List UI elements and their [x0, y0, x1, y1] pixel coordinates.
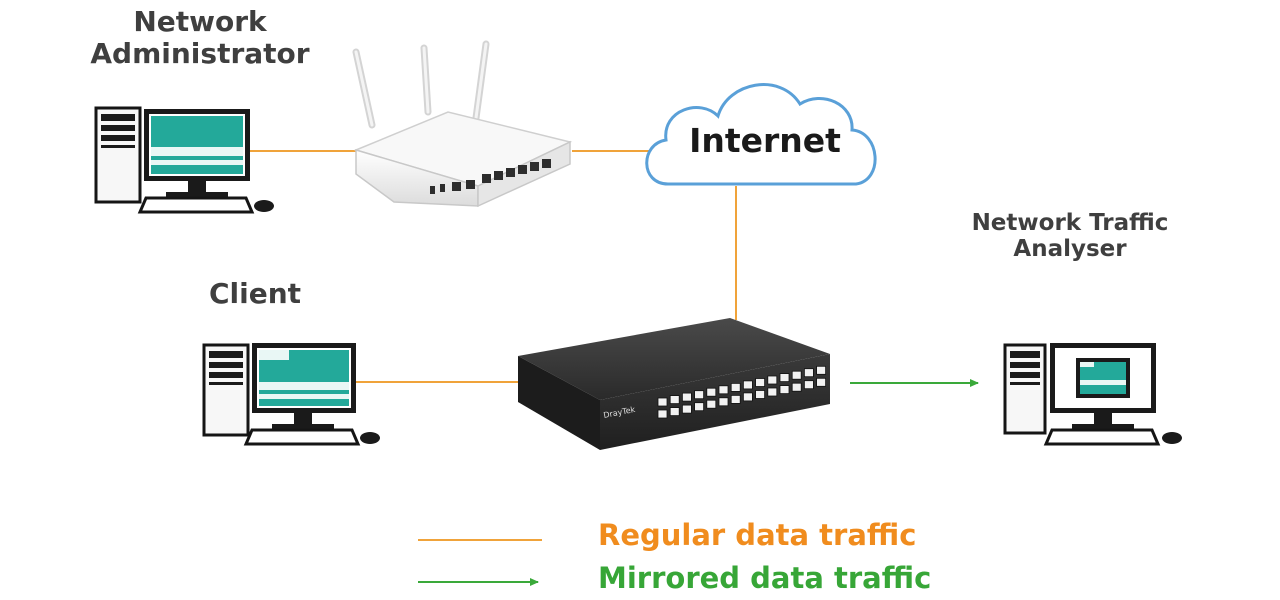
- switch-port: [791, 382, 802, 392]
- switch-port: [779, 373, 790, 383]
- switch-port: [755, 378, 765, 387]
- client-label: Client: [208, 277, 302, 310]
- switch-port: [669, 407, 680, 417]
- router-front: [355, 148, 479, 207]
- legend-regular-label: Regular data traffic: [598, 518, 917, 552]
- client-tower: [202, 343, 250, 437]
- switch-port: [755, 390, 765, 399]
- internet-cloud: [645, 83, 877, 186]
- switch-port: [767, 387, 778, 397]
- switch-top: [518, 318, 830, 400]
- admin-label: Network Administrator: [70, 5, 330, 71]
- admin-keyboard: [137, 196, 255, 214]
- router: [352, 40, 573, 208]
- switch-port: [682, 404, 692, 414]
- switch-port: [657, 409, 668, 419]
- admin-label-line1: Network: [133, 5, 267, 38]
- client-keyboard: [243, 428, 361, 446]
- switch-port: [816, 365, 826, 375]
- switch-port: [669, 395, 680, 405]
- switch-port: [718, 385, 729, 395]
- switch-port: [743, 392, 753, 402]
- analyser-tower: [1003, 343, 1047, 435]
- switch-port: [657, 397, 668, 407]
- client-computer: [202, 343, 380, 446]
- analyser-computer: [1003, 343, 1182, 446]
- switch-port: [804, 368, 814, 378]
- switch-port: [730, 394, 741, 404]
- analyser-keyboard: [1043, 428, 1161, 446]
- switch-port: [682, 392, 692, 402]
- legend-mirrored-label: Mirrored data traffic: [598, 561, 932, 595]
- switch-ports: [657, 365, 826, 419]
- switch-port: [706, 399, 717, 409]
- analyser-mouse: [1162, 432, 1182, 444]
- internet-label: Internet: [689, 121, 841, 160]
- admin-computer: [94, 106, 274, 214]
- switch-port: [706, 387, 717, 397]
- analyser-label-line2: Analyser: [1013, 236, 1127, 263]
- analyser-screen: [1080, 362, 1126, 394]
- switch-port: [730, 382, 741, 392]
- switch-port: [804, 380, 814, 390]
- switch-port: [694, 390, 704, 400]
- client-mouse: [360, 432, 380, 444]
- analyser-label-line1: Network Traffic: [971, 210, 1169, 236]
- admin-mouse: [254, 200, 274, 212]
- admin-label-line2: Administrator: [90, 37, 310, 71]
- switch: DrayTek: [518, 318, 830, 450]
- switch-port: [743, 380, 753, 390]
- analyser-label: Network Traffic Analyser: [950, 210, 1190, 263]
- switch-port: [694, 402, 704, 412]
- switch-port: [791, 370, 802, 380]
- switch-port: [779, 385, 790, 395]
- switch-port: [816, 377, 826, 387]
- switch-port: [718, 397, 729, 407]
- admin-screen: [151, 116, 243, 174]
- admin-tower: [94, 106, 142, 204]
- switch-port: [767, 375, 778, 385]
